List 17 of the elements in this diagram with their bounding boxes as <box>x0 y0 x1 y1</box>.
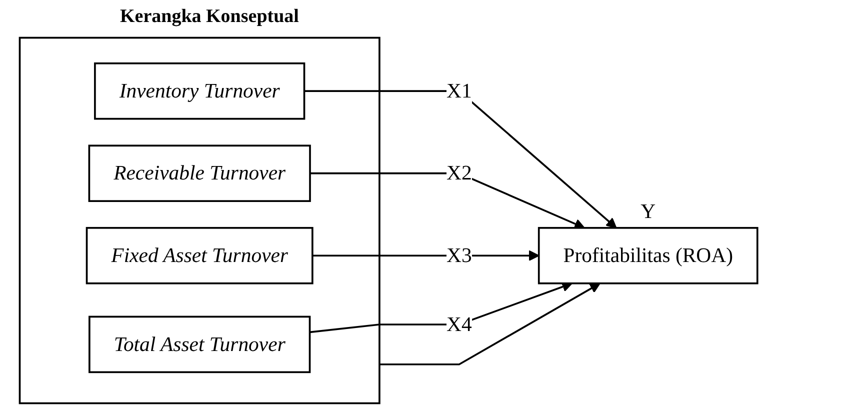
arrow <box>310 172 585 229</box>
arrow <box>304 90 617 228</box>
arrow <box>312 250 540 261</box>
arrow <box>310 282 573 334</box>
diagram-title: Kerangka Konseptual <box>120 6 299 28</box>
arrow <box>379 282 600 366</box>
node-box: Profitabilitas (ROA) <box>538 226 758 284</box>
edge-label: X1 <box>446 79 472 102</box>
node-box: Receivable Turnover <box>88 144 311 202</box>
edge-label: X4 <box>446 312 472 336</box>
edge-label: X3 <box>446 244 472 267</box>
cluster <box>18 36 380 404</box>
variable-label: Y <box>640 201 656 224</box>
node-box: Fixed Asset Turnover <box>86 226 314 284</box>
node-box: Total Asset Turnover <box>88 316 311 374</box>
edge-label: X2 <box>446 161 472 185</box>
node-box: Inventory Turnover <box>94 62 306 120</box>
